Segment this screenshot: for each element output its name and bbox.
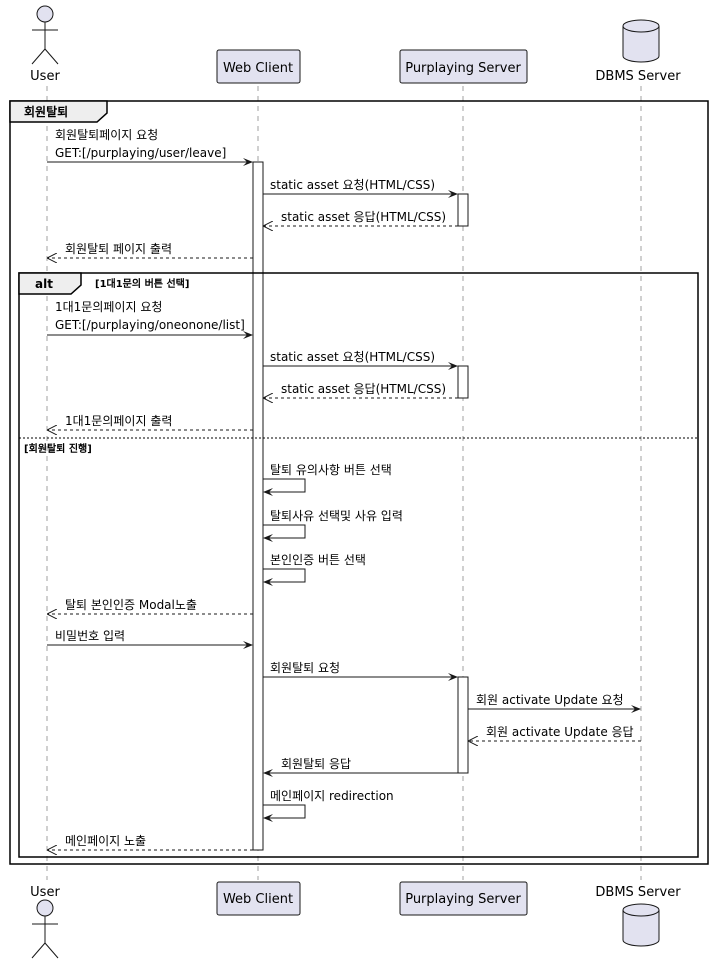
participant-dbms-label-bottom: DBMS Server (595, 885, 681, 900)
message-label-16: 회원 activate Update 응답 (486, 725, 634, 739)
message-label-3: static asset 응답(HTML/CSS) (281, 210, 446, 224)
message-label-17: 회원탈퇴 응답 (281, 757, 351, 771)
participant-server-label: Purplaying Server (405, 61, 521, 76)
frame-outer: 회원탈퇴 (9, 100, 709, 865)
message-label-12: 탈퇴 본인인증 Modal노출 (65, 598, 197, 612)
message-label-1a: 회원탈퇴페이지 요청 (55, 128, 158, 142)
participant-user-label-bottom: User (30, 885, 60, 900)
message-arrow-18 (263, 804, 306, 822)
participant-web-box (216, 49, 301, 84)
message-label-5a: 1대1문의페이지 요청 (55, 300, 162, 314)
message-arrow-11 (263, 568, 306, 586)
activation-server-3 (457, 676, 469, 774)
message-label-13: 비밀번호 입력 (55, 629, 125, 643)
participant-web-box-bottom (216, 881, 301, 916)
message-label-10: 탈퇴사유 선택및 사유 입력 (270, 509, 403, 523)
messages (47, 158, 641, 850)
database-cylinder-icon (622, 19, 660, 63)
message-label-9: 탈퇴 유의사항 버튼 선택 (270, 463, 392, 477)
activations (252, 161, 469, 851)
message-label-5b: GET:[/purplaying/oneonone/list] (55, 318, 245, 332)
activation-web (252, 161, 264, 851)
frame-alt-label: alt (35, 277, 53, 291)
frame-else-guard: [회원탈퇴 진행] (24, 442, 92, 455)
message-arrow-9 (263, 478, 306, 496)
frame-alt-guard: [1대1문의 버튼 선택] (95, 277, 189, 290)
frame-alt: alt [1대1문의 버튼 선택] [회원탈퇴 진행] (18, 272, 699, 858)
database-cylinder-icon (622, 903, 660, 947)
message-label-8: 1대1문의페이지 출력 (65, 414, 172, 428)
message-label-18: 메인페이지 redirection (270, 789, 394, 803)
participant-server-box-bottom (399, 881, 528, 916)
activation-server-2 (457, 365, 469, 399)
participant-web-label: Web Client (223, 61, 293, 76)
actor-stick-figure-icon (31, 5, 59, 65)
message-label-14: 회원탈퇴 요청 (270, 661, 340, 675)
participant-user-label: User (30, 69, 60, 84)
participants-bottom: User Web Client Purplaying Server DBMS S… (30, 881, 681, 959)
frame-outer-label: 회원탈퇴 (24, 104, 68, 119)
message-label-7: static asset 응답(HTML/CSS) (281, 382, 446, 396)
message-label-19: 메인페이지 노출 (65, 834, 146, 848)
participants-top: User Web Client Purplaying Server DBMS S… (30, 5, 681, 84)
participant-server-label-bottom: Purplaying Server (405, 892, 521, 907)
message-arrow-10 (263, 524, 306, 542)
participant-web-label-bottom: Web Client (223, 892, 293, 907)
message-label-2: static asset 요청(HTML/CSS) (270, 178, 435, 192)
participant-dbms-label: DBMS Server (595, 69, 681, 84)
message-label-11: 본인인증 버튼 선택 (270, 553, 366, 567)
activation-server-1 (457, 193, 469, 227)
message-labels: 회원탈퇴페이지 요청 GET:[/purplaying/user/leave] … (55, 128, 634, 848)
message-label-15: 회원 activate Update 요청 (476, 693, 624, 707)
message-label-6: static asset 요청(HTML/CSS) (270, 350, 435, 364)
participant-server-box (399, 49, 528, 84)
actor-stick-figure-icon (31, 899, 59, 959)
message-label-1b: GET:[/purplaying/user/leave] (55, 146, 226, 160)
message-label-4: 회원탈퇴 페이지 출력 (65, 242, 172, 256)
